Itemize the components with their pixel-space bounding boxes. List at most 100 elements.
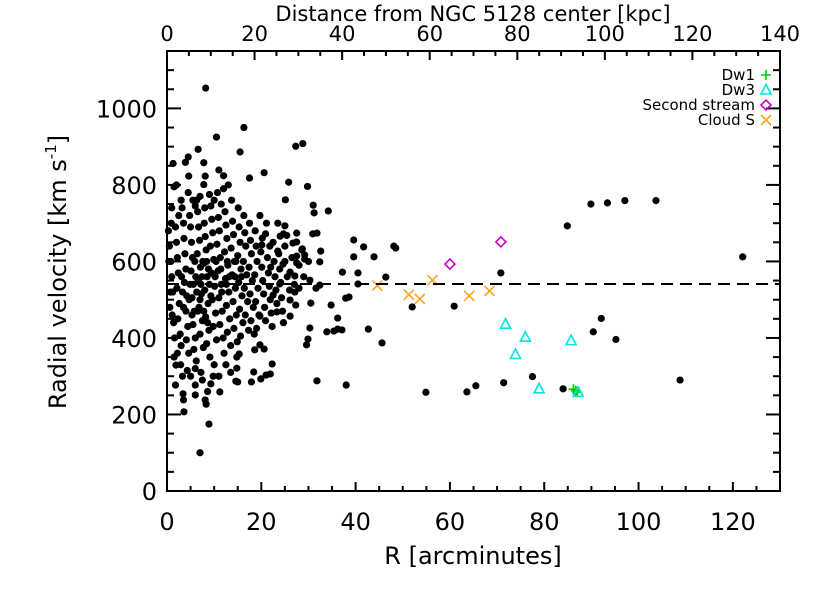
data-point [248,276,256,285]
data-point [222,221,230,229]
data-point [291,272,299,280]
data-point [288,254,296,262]
data-point [597,314,605,323]
data-point [293,229,301,237]
data-point [227,244,235,252]
data-point [342,294,350,302]
data-point [216,388,224,396]
data-point [179,219,188,227]
data-point [229,231,238,239]
data-point [306,324,314,332]
data-point [309,201,317,209]
data-point [257,248,265,256]
data-point [200,159,208,167]
data-point [185,296,193,304]
data-point [187,238,196,246]
legend-item-cloud-s: Cloud S [698,111,772,129]
x2-tick-label: 80 [504,22,531,46]
data-point [233,364,241,372]
data-point [281,222,289,230]
data-point [227,368,235,376]
data-point [403,289,415,301]
data-point [212,336,221,344]
data-point [229,298,237,306]
data-point [338,326,346,334]
legend-marker-icon [760,114,772,126]
data-point [270,257,278,266]
data-point [497,269,505,277]
data-point [276,265,284,273]
data-point [286,296,294,304]
data-point [235,223,243,231]
data-point [191,202,199,210]
data-point [350,236,358,244]
data-point [286,312,294,320]
data-point [246,290,254,298]
data-point [273,308,281,316]
data-point [275,250,283,258]
data-point [208,215,216,223]
x2-tick-label: 20 [241,22,268,46]
y-axis-title-superscript: -1 [42,144,60,159]
data-point [571,385,585,398]
data-point [189,320,197,329]
data-point [239,319,247,327]
data-point [249,303,257,311]
data-point [212,133,221,141]
data-point [244,298,252,306]
data-point [241,311,249,319]
y-tick-label: 200 [111,401,157,429]
data-point [201,204,209,212]
data-point [216,320,224,329]
data-point [258,241,266,249]
x2-tick-label: 140 [760,22,800,46]
data-point [272,286,280,294]
data-point [303,182,312,191]
legend-marker-icon [759,98,773,112]
data-point [194,208,202,216]
data-point [191,364,199,373]
data-point [528,373,537,381]
y-axis-right-ticks [766,50,780,492]
data-point [200,180,208,189]
data-point [283,231,291,240]
data-point [205,190,214,199]
data-point [178,204,186,212]
data-point [240,123,248,132]
data-point [559,385,567,393]
data-point [184,153,192,161]
x-tick-label: 0 [159,508,174,536]
data-point [178,372,187,380]
data-point [219,172,228,180]
data-point [277,294,286,302]
data-point [230,324,238,332]
data-point [209,322,217,331]
data-point [220,349,228,357]
data-point [257,375,265,383]
x-tick-label: 120 [710,508,756,536]
data-point [220,248,229,256]
x-tick-label: 60 [435,508,466,536]
data-point [211,309,220,317]
data-point [203,387,212,396]
data-point [408,303,416,311]
data-point [302,341,311,349]
data-point [171,223,180,231]
data-point [206,242,214,250]
data-point [195,236,204,244]
data-point [494,235,507,249]
data-point [201,286,209,294]
data-point [509,347,522,360]
data-point [200,307,208,315]
legend-item-dw1: Dw1 [722,66,771,84]
data-point [258,263,266,271]
data-point [292,301,300,309]
data-point [234,252,242,260]
y-tick-label: 800 [111,172,157,200]
data-point [178,288,187,296]
data-point [251,271,259,279]
data-point [253,257,261,266]
data-point [185,172,193,180]
